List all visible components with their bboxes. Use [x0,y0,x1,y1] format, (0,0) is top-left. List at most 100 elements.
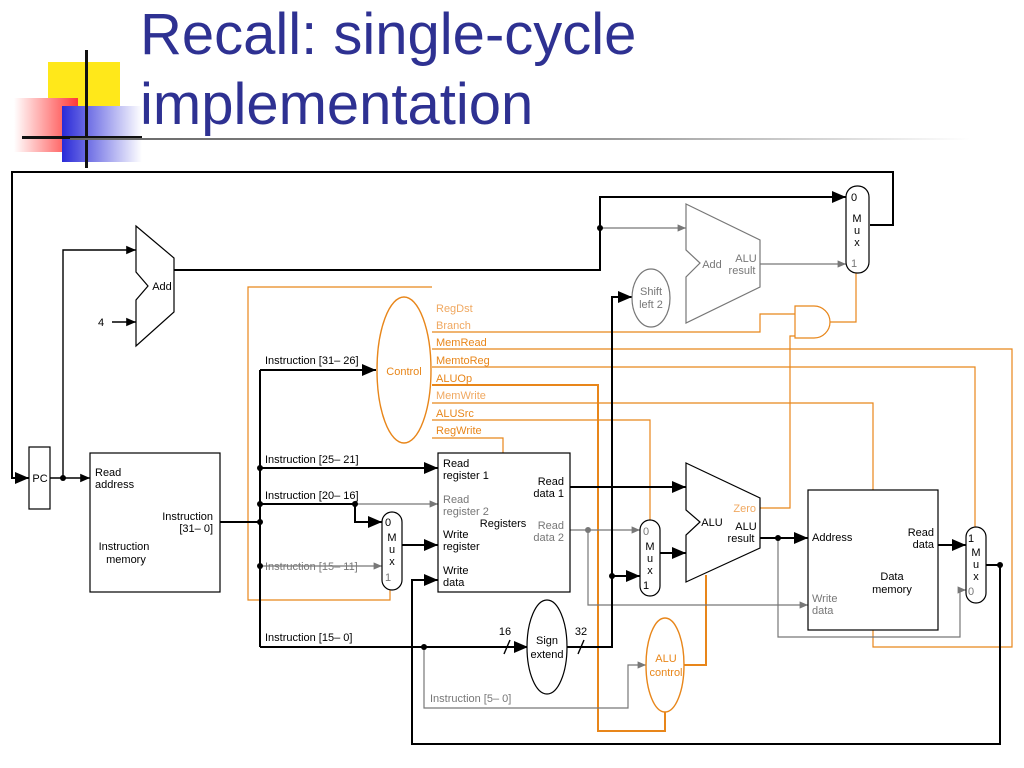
pc-adder [135,224,175,348]
main-alu [685,462,761,583]
shift-left-2-line2: left 2 [639,299,663,311]
label-instr-15-0: Instruction [15– 0] [265,632,352,644]
shift-left-2-line1: Shift [640,286,662,298]
dot-bus-2016 [257,501,263,507]
pc-register [28,446,51,510]
data-mem-name-b: memory [872,584,912,596]
bit-width-slashes [503,639,585,655]
reg-read-register-2a: Read [443,494,469,506]
signal-regwrite: RegWrite [436,425,482,437]
signal-aluop: ALUOp [436,373,472,385]
reg-write-register-a: Write [443,529,468,541]
dot-signext-split [609,573,615,579]
signal-branch: Branch [436,320,471,332]
branch-adder-label: Add [702,259,722,271]
black-wires [11,171,1001,745]
label-instr-25-21: Instruction [25– 21] [265,454,359,466]
instr-mem-instruction: Instruction [162,511,213,523]
page-title-line-2: implementation [140,72,534,137]
instr-mem-address: address [95,479,135,491]
label-instr-5-0: Instruction [5– 0] [430,693,511,705]
wire-branch [432,313,795,333]
dot-bus-top [257,465,263,471]
wire-pc-loop [11,171,894,484]
signal-memwrite: MemWrite [436,390,486,402]
data-memory [807,489,939,631]
data-mem-name-a: Data [880,571,904,583]
page-title: Recall: single-cycle implementation [140,0,636,140]
alu-zero: Zero [733,503,756,515]
dot-bus-main [257,519,263,525]
signal-alusrc: ALUSrc [436,408,474,420]
alu-control-line1: ALU [655,653,676,665]
branch-adder-alu: ALU [735,253,756,265]
dot-read-data2-split [585,527,591,533]
alu-mux-in0: 0 [643,526,649,538]
label-32-bits: 32 [575,626,587,638]
alu-control-line2: control [649,667,682,679]
alu-mux-x: x [647,565,653,577]
label-instr-15-11: Instruction [15– 11] [265,561,358,573]
instr-mem-bits: [31– 0] [179,523,213,535]
title-underline [70,138,970,140]
reg-name: Registers [480,518,527,530]
reg-read-data-2a: Read [538,520,564,532]
pc-mux-m: M [852,213,861,225]
wire-regwrite [432,437,504,453]
data-mem-address: Address [812,532,853,544]
dot-writeback [997,562,1003,568]
mem-mux-in1: 1 [968,533,974,545]
data-mem-write-a: Write [812,593,837,605]
pc-mux-in0: 0 [851,192,857,204]
wire-and-out [830,272,857,323]
reg-write-data-a: Write [443,565,468,577]
wire-aluop [432,384,666,732]
alu-mux-in1: 1 [643,580,649,592]
register-dst-mux [381,511,403,591]
wire-signext-out [566,291,632,648]
wire-memread [432,348,1013,648]
wire-pc4 [174,191,846,271]
reg-read-data-1a: Read [538,476,564,488]
alu-result-line1: ALU [735,521,756,533]
alu-result-line2: result [728,533,755,545]
title-decoration-vertical-line [85,50,88,168]
pc-mux-x: x [854,237,860,249]
alu-mux-m: M [645,541,654,553]
signal-memtoreg: MemtoReg [436,355,490,367]
dot-pc-split [60,475,66,481]
branch-adder [685,203,761,324]
label-16-bits: 16 [499,626,511,638]
reg-read-register-1b: register 1 [443,470,489,482]
reg-read-data-2b: data 2 [533,532,564,544]
reg-write-register-b: register [443,541,480,553]
reg-mux-in1: 1 [385,572,391,584]
sign-extend [526,599,568,695]
title-decoration-horizontal-line [22,136,142,139]
branch-and-gate [794,305,831,339]
wire-instr-5-0 [423,647,646,709]
signal-memread: MemRead [436,337,487,349]
mem-mux-x: x [973,571,979,583]
pc-adder-label: Add [152,281,172,293]
page-title-line-1: Recall: single-cycle [140,2,637,67]
label-instr-31-26: Instruction [31– 26] [265,355,359,367]
reg-mux-x: x [389,556,395,568]
reg-read-data-1b: data 1 [533,488,564,500]
wire-write-data-mem [587,530,808,609]
pc-mux-u: u [854,225,860,237]
instr-mem-read: Read [95,467,121,479]
instr-mem-name-1: Instruction [99,541,150,553]
branch-adder-result: result [729,265,756,277]
alu-mux-u: u [647,553,653,565]
dot-pc4-split [597,225,603,231]
reg-read-register-2b: register 2 [443,506,489,518]
sign-extend-line2: extend [530,649,563,661]
dot-aluresult-split [775,535,781,541]
control-unit [376,296,432,444]
mem-mux-m: M [971,547,980,559]
reg-read-register-1a: Read [443,458,469,470]
sign-extend-line1: Sign [536,635,558,647]
label-instr-20-16: Instruction [20– 16] [265,490,359,502]
pc-mux [845,185,870,274]
